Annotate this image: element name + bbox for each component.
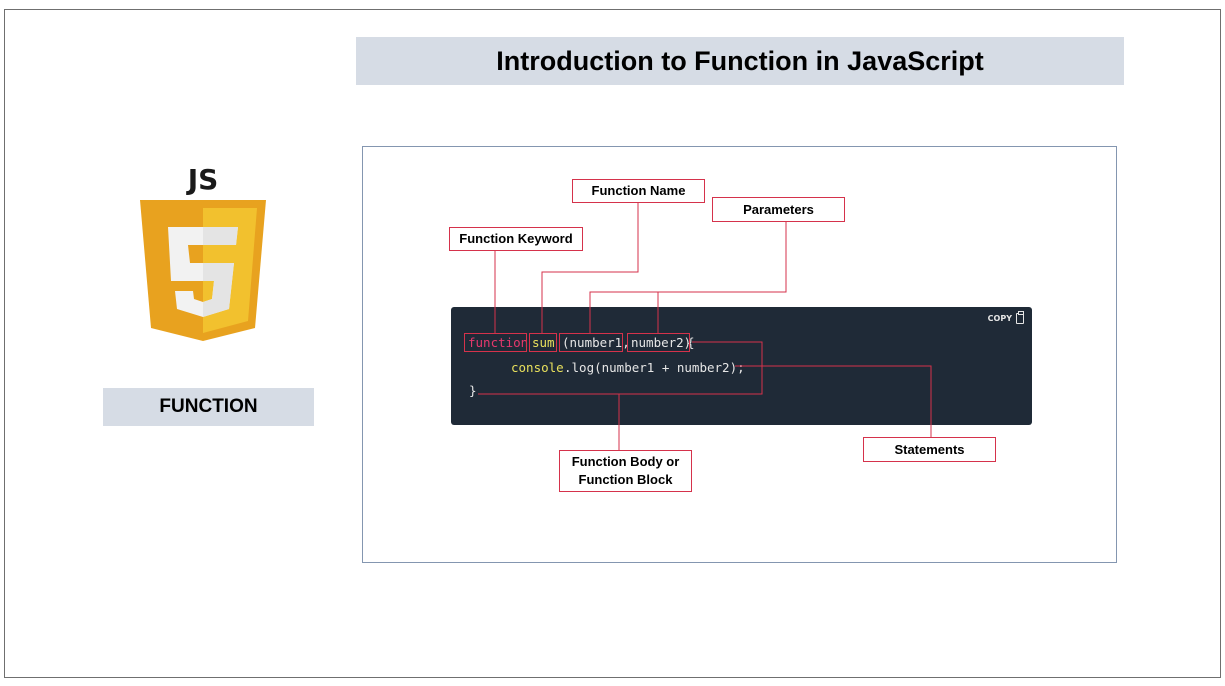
- code-brace-close: }: [469, 383, 477, 398]
- callout-function-body-line1: Function Body or: [571, 454, 680, 469]
- callout-function-body: Function Body or Function Block: [559, 450, 692, 492]
- javascript-shield-icon: JS: [138, 163, 268, 343]
- function-side-label-text: FUNCTION: [159, 396, 258, 417]
- param-one-highlight: [559, 333, 623, 352]
- code-console: console: [511, 360, 564, 375]
- callout-function-keyword-text: Function Keyword: [459, 231, 573, 246]
- callout-function-body-line2: Function Block: [578, 472, 673, 487]
- param-two-highlight: [627, 333, 690, 352]
- function-side-label: FUNCTION: [103, 388, 314, 426]
- callout-parameters: Parameters: [712, 197, 845, 222]
- title-banner: Introduction to Function in JavaScript: [356, 37, 1124, 85]
- code-body-statement: .log(number1 + number2);: [564, 360, 745, 375]
- callout-statements-text: Statements: [894, 441, 965, 457]
- callout-function-name: Function Name: [572, 179, 705, 203]
- copy-label: COPY: [987, 314, 1012, 323]
- clipboard-icon: [1016, 311, 1024, 324]
- callout-function-name-text: Function Name: [591, 183, 686, 198]
- logo-js-text: JS: [186, 163, 219, 196]
- name-highlight: [529, 333, 557, 352]
- callout-statements: Statements: [863, 437, 996, 462]
- keyword-highlight: [464, 333, 527, 352]
- page-title: Introduction to Function in JavaScript: [496, 45, 984, 76]
- callout-function-keyword: Function Keyword: [449, 227, 583, 251]
- copy-button[interactable]: COPY: [987, 311, 1024, 324]
- callout-parameters-text: Parameters: [743, 201, 814, 217]
